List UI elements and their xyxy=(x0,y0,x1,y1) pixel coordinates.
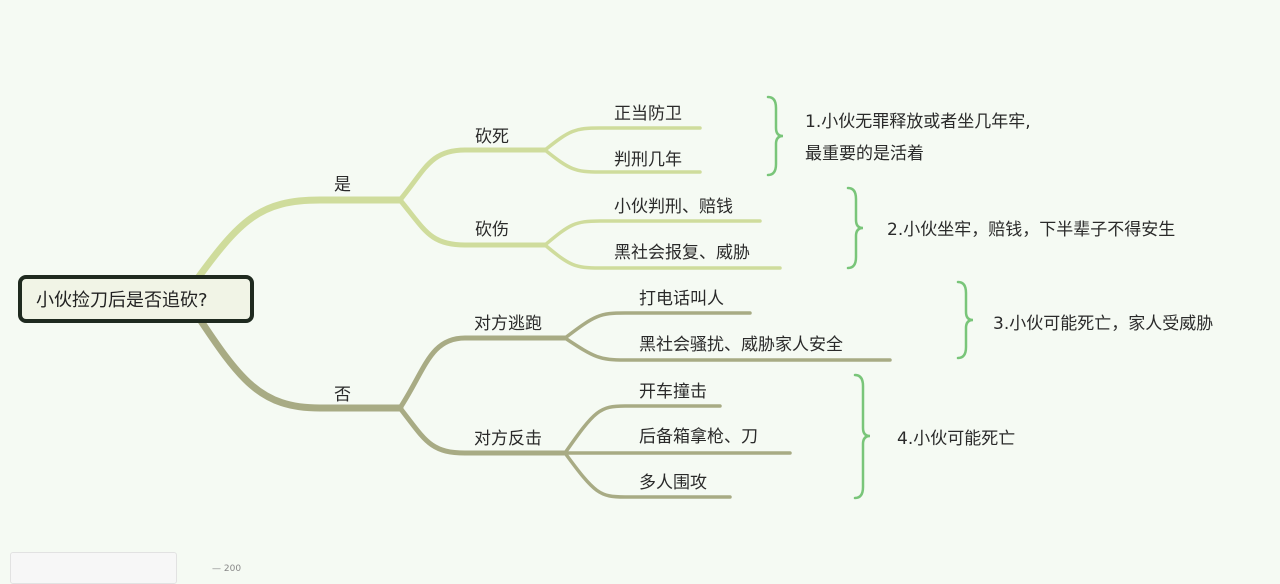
connector-yes-injure xyxy=(397,197,548,248)
leaf-label: 正当防卫 xyxy=(614,104,682,124)
connector-leaf xyxy=(563,311,752,340)
branch-no-label: 否 xyxy=(334,385,351,405)
connector-root-yes xyxy=(191,196,404,286)
root-node[interactable]: 小伙捡刀后是否追砍? xyxy=(18,275,254,323)
leaf-label: 多人围攻 xyxy=(639,473,707,493)
outcome-1-line2: 最重要的是活着 xyxy=(805,144,924,164)
leaf-label: 黑社会报复、威胁 xyxy=(614,243,750,263)
leaf-label: 开车撞击 xyxy=(639,382,707,402)
connector-leaf xyxy=(563,404,722,455)
branch-injure-label: 砍伤 xyxy=(475,220,509,240)
root-node-label: 小伙捡刀后是否追砍? xyxy=(36,290,208,311)
connector-no-fight xyxy=(397,405,568,456)
connector-leaf xyxy=(543,126,702,152)
leaf-label: 小伙判刑、赔钱 xyxy=(614,197,733,217)
leaf-label: 判刑几年 xyxy=(614,150,682,170)
branch-yes-label: 是 xyxy=(334,175,351,195)
bracket-1 xyxy=(766,95,784,177)
outcome-2: 2.小伙坐牢，赔钱，下半辈子不得安生 xyxy=(887,220,1175,240)
connector-leaf xyxy=(543,243,782,270)
branch-fight-label: 对方反击 xyxy=(474,429,542,449)
connector-leaf xyxy=(563,336,892,362)
outcome-1-line1: 1.小伙无罪释放或者坐几年牢, xyxy=(805,112,1031,132)
zoom-value: 200 xyxy=(223,564,242,574)
connector-leaf xyxy=(563,451,732,499)
bracket-4 xyxy=(853,373,871,500)
connector-yes-kill xyxy=(397,147,548,203)
outcome-4: 4.小伙可能死亡 xyxy=(897,429,1015,449)
bracket-2 xyxy=(846,186,864,270)
connector-leaf xyxy=(543,148,702,174)
bracket-3 xyxy=(956,280,974,360)
leaf-label: 后备箱拿枪、刀 xyxy=(639,426,758,447)
branch-kill-label: 砍死 xyxy=(475,127,509,147)
leaf-label: 黑社会骚扰、威胁家人安全 xyxy=(639,335,843,355)
connector-no-flee xyxy=(397,335,568,411)
connector-leaf xyxy=(543,219,762,247)
bottom-panel xyxy=(10,552,177,584)
connector-root-no xyxy=(191,308,404,412)
branch-flee-label: 对方逃跑 xyxy=(474,314,542,334)
leaf-label: 打电话叫人 xyxy=(639,289,724,309)
outcome-3: 3.小伙可能死亡，家人受威胁 xyxy=(993,314,1213,334)
zoom-level: — 200 xyxy=(212,564,242,574)
